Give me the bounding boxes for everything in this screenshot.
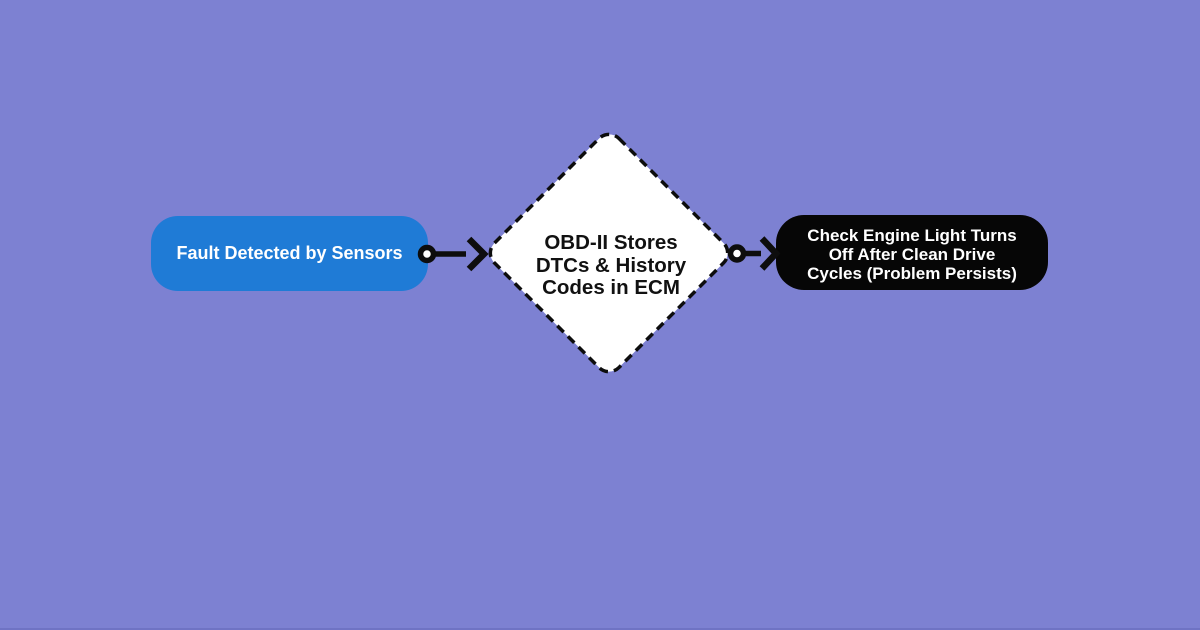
end-node-label-line-2: Off After Clean Drive <box>828 244 996 264</box>
bottom-edge-divider <box>0 628 1200 630</box>
end-node-label-line-3: Cycles (Problem Persists) <box>807 263 1017 283</box>
start-node-label: Fault Detected by Sensors <box>176 243 403 263</box>
start-node: Fault Detected by Sensors <box>151 216 428 291</box>
decision-diamond-shape <box>488 132 730 374</box>
connector-decision-to-end <box>727 236 781 271</box>
end-node-label: Check Engine Light Turns Off After Clean… <box>807 226 1017 283</box>
connector-start-to-decision <box>417 236 489 272</box>
decision-node-label: OBD-II Stores DTCs & History Codes in EC… <box>501 231 721 300</box>
end-node-label-line-1: Check Engine Light Turns <box>807 225 1017 245</box>
end-node: Check Engine Light Turns Off After Clean… <box>776 215 1048 290</box>
decision-node-label-line-2: DTCs & History <box>535 253 687 277</box>
decision-node-label-line-1: OBD-II Stores <box>544 231 678 254</box>
decision-node-label-line-3: Codes in ECM <box>542 276 680 299</box>
arrowhead-icon <box>759 236 781 271</box>
connector-origin-dot-icon <box>727 244 747 263</box>
connector-origin-dot-icon <box>417 244 437 264</box>
arrowhead-icon <box>466 236 489 272</box>
